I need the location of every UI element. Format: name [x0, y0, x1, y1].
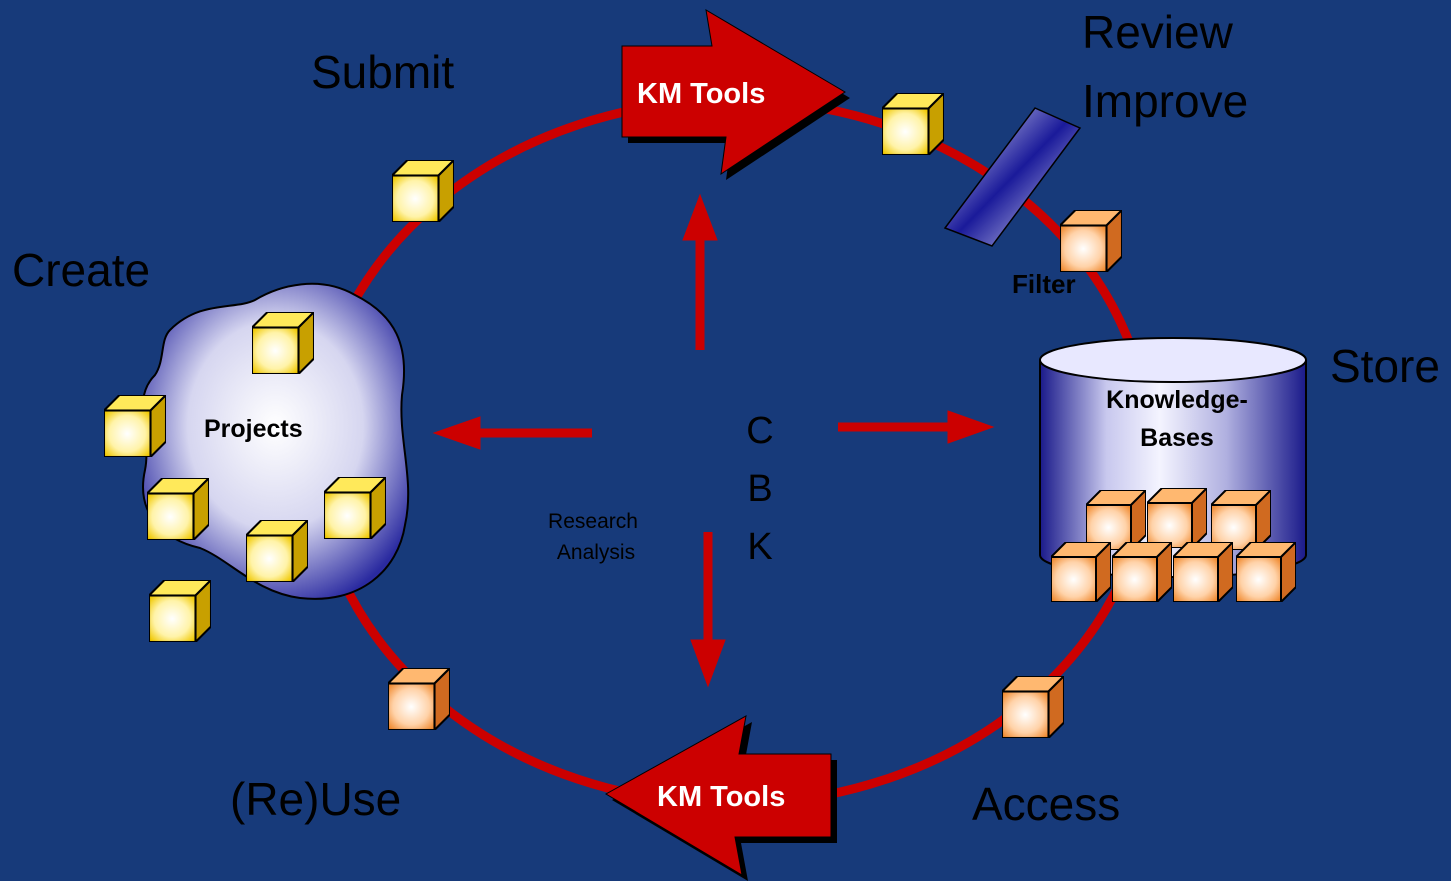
- cube-icon: [1173, 542, 1233, 602]
- cube-icon: [1060, 210, 1122, 272]
- arrow-icon: [682, 193, 718, 350]
- km-tools-bottom-arrow: [604, 715, 837, 881]
- stage-store: Store: [1330, 340, 1440, 392]
- cube-icon: [324, 477, 386, 539]
- cbk-arrows: [432, 193, 995, 688]
- center-letter-b: B: [747, 468, 772, 510]
- stage-review: Review: [1082, 6, 1234, 58]
- cube-icon: [1236, 542, 1296, 602]
- cube-icon: [392, 160, 454, 222]
- cube-icon: [252, 312, 314, 374]
- cube-icon: [246, 520, 308, 582]
- center-letter-k: K: [747, 526, 772, 568]
- stage-improve: Improve: [1082, 75, 1248, 127]
- km-tools-bottom-label: KM Tools: [657, 781, 785, 813]
- stage-reuse: (Re)Use: [230, 773, 401, 825]
- stage-submit: Submit: [311, 46, 454, 98]
- kb-label-line2: Bases: [1140, 424, 1214, 452]
- cube-icon: [388, 668, 450, 730]
- kb-cubes: [1051, 488, 1296, 602]
- cube-icon: [1002, 676, 1064, 738]
- cube-icon: [1211, 490, 1271, 550]
- arrow-icon: [690, 532, 726, 688]
- filter-label: Filter: [1012, 269, 1076, 299]
- center-letter-c: C: [746, 410, 773, 452]
- cube-icon: [1112, 542, 1172, 602]
- projects-label: Projects: [204, 415, 303, 443]
- cube-icon: [147, 478, 209, 540]
- stage-create: Create: [12, 244, 150, 296]
- cube-icon: [1086, 490, 1146, 550]
- arrow-icon: [432, 416, 592, 450]
- cube-icon: [1051, 542, 1111, 602]
- cube-icon: [149, 580, 211, 642]
- kb-label-line1: Knowledge-: [1106, 386, 1248, 414]
- cube-icon: [882, 93, 944, 155]
- filter-icon: [943, 107, 1082, 247]
- cube-icon: [1147, 488, 1207, 548]
- arrow-icon: [838, 410, 995, 444]
- analysis-label: Analysis: [557, 541, 635, 564]
- research-label: Research: [548, 510, 638, 533]
- km-tools-top-arrow: [621, 9, 850, 180]
- cube-icon: [104, 395, 166, 457]
- stage-access: Access: [972, 778, 1120, 830]
- km-tools-top-label: KM Tools: [637, 78, 765, 110]
